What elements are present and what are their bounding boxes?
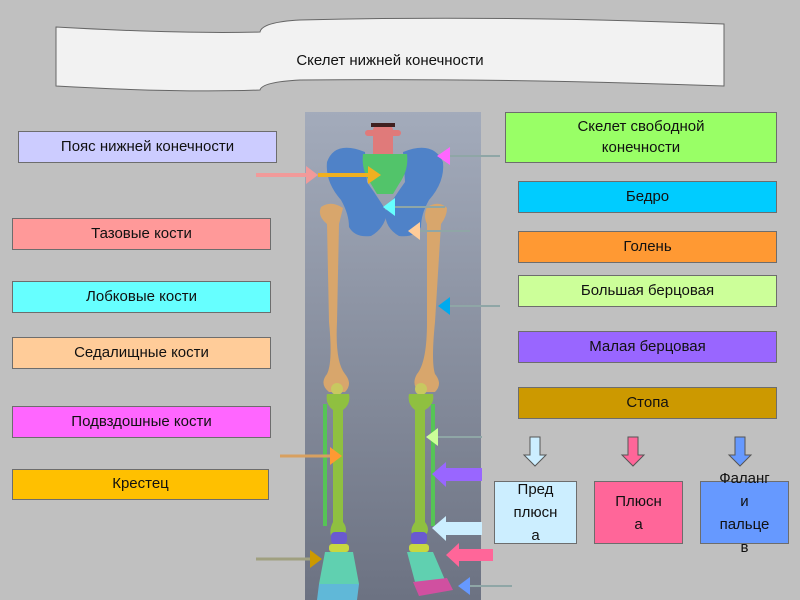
spine-vertebra: [365, 123, 401, 160]
label-shin-text: Голень: [623, 237, 672, 255]
label-pelvic-bones-text: Тазовые кости: [91, 224, 192, 242]
arrow-down-tarsus: [522, 436, 548, 467]
label-free-limb-line2: конечности: [601, 138, 681, 156]
skeleton-illustration: [305, 112, 481, 600]
arrow-down-phalanges: [727, 436, 753, 467]
sacrum-bone: [362, 154, 408, 194]
label-phalanges-line3: пальце: [719, 515, 770, 533]
label-ischial-bones-text: Седалищные кости: [74, 343, 209, 361]
label-girdle: Пояс нижней конечности: [18, 131, 277, 163]
label-femur-text: Бедро: [625, 187, 670, 205]
foot-right: [407, 532, 453, 596]
label-phalanges: Фаланг и пальце в: [700, 470, 789, 556]
arrow-down-metatarsus: [620, 436, 646, 467]
label-metatarsus-line1: Плюсн: [615, 492, 662, 510]
pelvis-left: [326, 147, 387, 237]
label-ischial-bones: Седалищные кости: [12, 337, 271, 369]
label-free-limb-line1: Скелет свободной: [577, 118, 705, 136]
label-metatarsus: Плюсн а: [594, 481, 683, 544]
label-femur: Бедро: [518, 181, 777, 213]
label-pubic-bones: Лобковые кости: [12, 281, 271, 313]
banner-shape: [55, 17, 725, 92]
label-sacrum-text: Крестец: [112, 475, 169, 493]
patella-right: [415, 383, 427, 395]
label-fibula: Малая берцовая: [518, 331, 777, 363]
fibula-right: [431, 404, 435, 526]
label-phalanges-line4: в: [740, 538, 749, 556]
label-girdle-text: Пояс нижней конечности: [60, 137, 235, 155]
label-shin: Голень: [518, 231, 777, 263]
pelvis-right: [385, 147, 444, 237]
label-tarsus-line2: плюсн: [513, 504, 558, 521]
label-pelvic-bones: Тазовые кости: [12, 218, 271, 250]
label-tarsus: Пред плюсн а: [494, 481, 577, 544]
label-foot-text: Стопа: [626, 393, 669, 411]
label-tibia: Большая берцовая: [518, 275, 777, 307]
label-tarsus-line1: Пред: [517, 481, 554, 498]
label-pubic-bones-text: Лобковые кости: [86, 287, 197, 305]
page-title: Скелет нижней конечности: [296, 51, 484, 69]
fibula-left: [323, 404, 327, 526]
label-fibula-text: Малая берцовая: [589, 337, 706, 355]
label-phalanges-line2: и: [740, 492, 749, 510]
label-foot: Стопа: [518, 387, 777, 419]
label-tarsus-line3: а: [531, 527, 540, 544]
label-phalanges-line1: Фаланг: [719, 469, 770, 487]
femur-right: [414, 203, 447, 392]
label-free-limb: Скелет свободной конечности: [505, 112, 777, 163]
patella-left: [331, 383, 343, 395]
label-iliac-bones-text: Подвздошные кости: [71, 412, 212, 430]
tibia-left: [326, 394, 350, 536]
tibia-right: [408, 394, 434, 536]
label-tibia-text: Большая берцовая: [580, 281, 715, 299]
label-sacrum: Крестец: [12, 469, 269, 500]
label-iliac-bones: Подвздошные кости: [12, 406, 271, 438]
label-metatarsus-line2: а: [634, 515, 643, 533]
title-banner: [55, 17, 725, 92]
foot-left: [317, 532, 359, 600]
femur-left: [319, 203, 349, 392]
